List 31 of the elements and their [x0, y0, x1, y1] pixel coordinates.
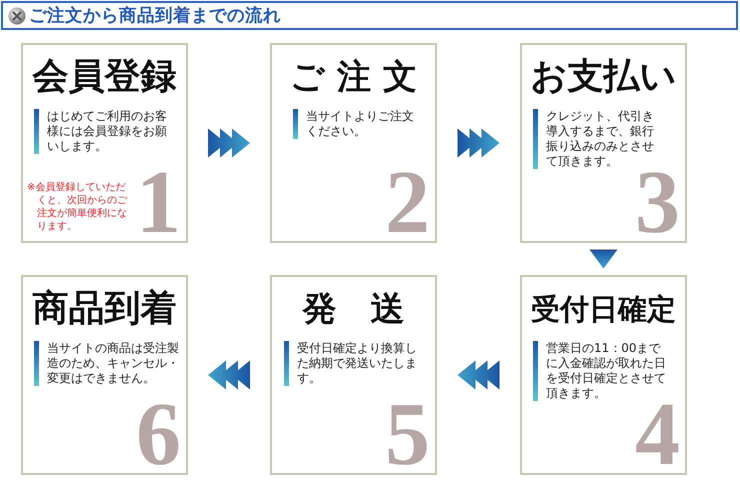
- chevron-arrow: [458, 128, 500, 158]
- step-card: [21, 275, 188, 475]
- step-description: 当サイトの商品は受注製造のため、キャンセル・変更はできません。: [47, 341, 179, 386]
- chevron-arrow: [458, 360, 500, 390]
- step-number: 4: [635, 403, 680, 468]
- step-heading: 会員登録: [32, 55, 176, 99]
- step-number: 3: [635, 171, 680, 236]
- step-number: 6: [136, 403, 181, 468]
- step-card: [520, 43, 687, 243]
- step-description: 受付日確定より換算した納期で発送いたします。: [297, 341, 418, 386]
- step-card: [520, 275, 687, 475]
- step-number: 1: [136, 171, 181, 236]
- chevron-arrow: [208, 128, 250, 158]
- step-heading: 受付日確定: [531, 291, 676, 328]
- step-heading: 発 送: [302, 288, 404, 331]
- triangle-arrow: [590, 250, 618, 268]
- step-number: 2: [385, 171, 430, 236]
- note-text: ※会員登録していただくと、次回からのご注文が簡単便利になります。: [27, 181, 127, 233]
- step-description: はじめてご利用のお客様には会員登録をお願いします。: [47, 109, 168, 154]
- step-heading: お支払い: [530, 55, 676, 99]
- step-description: 営業日の11：00までに入金確認が取れた日を受付日確定とさせて頂きます。: [546, 341, 667, 401]
- step-description: 当サイトよりご注文ください。: [306, 109, 414, 139]
- chevron-arrow: [208, 360, 250, 390]
- step-card: [21, 43, 188, 243]
- step-card: [270, 275, 437, 475]
- step-card: [270, 43, 437, 243]
- step-description: クレジット、代引き導入するまで、銀行振り込みのみとさせて頂きます。: [546, 109, 654, 169]
- step-number: 5: [385, 403, 430, 468]
- diagram-title: ご注文から商品到着までの流れ: [29, 4, 281, 26]
- step-heading: ご 注 文: [290, 56, 417, 99]
- step-heading: 商品到着: [32, 287, 176, 331]
